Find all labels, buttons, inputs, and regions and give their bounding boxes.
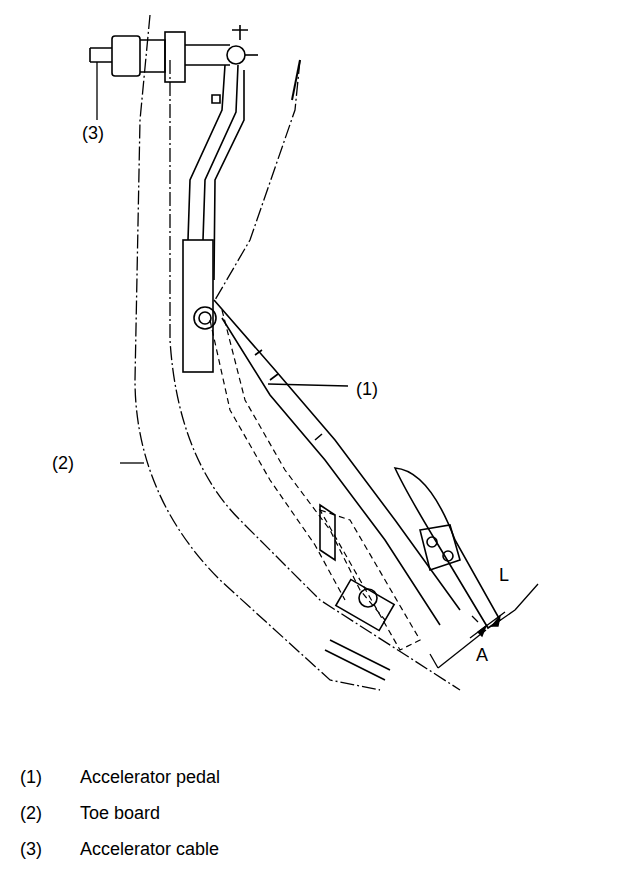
callout-number: (2) <box>50 454 76 474</box>
callout-number: (1) <box>354 380 380 400</box>
callout-number: (3) <box>80 124 106 144</box>
dimension-label: L <box>497 566 511 586</box>
dimension-label: A <box>474 646 490 666</box>
part-name: Accelerator cable <box>78 840 221 860</box>
accelerator-pedal <box>183 65 500 680</box>
callout-number: (1) <box>18 768 44 788</box>
leader-lines <box>97 62 538 668</box>
callout-number: (3) <box>18 840 44 860</box>
part-name: Toe board <box>78 804 162 824</box>
part-name: Accelerator pedal <box>78 768 222 788</box>
callout-number: (2) <box>18 804 44 824</box>
accelerator-cable <box>90 25 300 103</box>
toe-board <box>135 15 460 690</box>
pedal-phantom <box>210 310 420 650</box>
